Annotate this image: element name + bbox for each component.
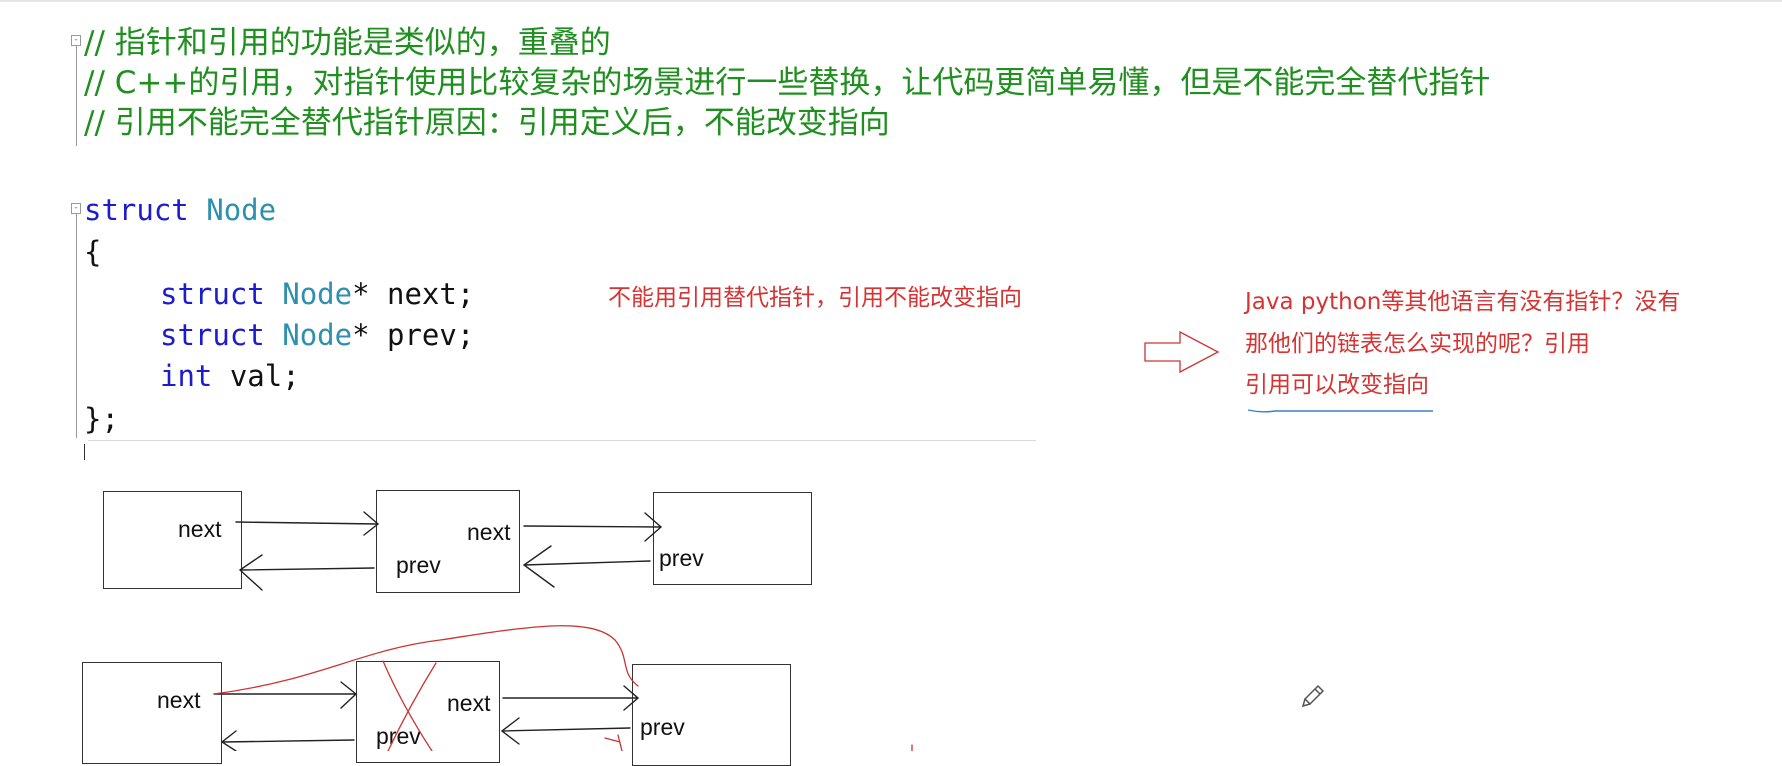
code-line-open-brace: { xyxy=(84,235,102,269)
red-redirect-curve xyxy=(213,625,639,695)
code-line-close-brace: }; xyxy=(84,402,119,436)
bottom-node-3 xyxy=(632,664,791,766)
comment-line-1: // 指针和引用的功能是类似的，重叠的 xyxy=(84,25,611,61)
keyword-int: int xyxy=(160,359,213,393)
comment-fold-bracket xyxy=(76,38,77,146)
code-line-member-val: int val; xyxy=(160,356,300,396)
keyword-struct: struct xyxy=(84,193,189,227)
bottom-node-2-prev-label: prev xyxy=(376,723,421,749)
top-node-3 xyxy=(653,492,812,585)
bottom-node-1 xyxy=(82,662,222,764)
top-node-2-next-label: next xyxy=(467,519,511,545)
right-annotation-line-3: 引用可以改变指向 xyxy=(1245,372,1429,398)
bottom-arrow-node1-to-node2 xyxy=(213,681,358,709)
top-node-1-next-label: next xyxy=(178,516,222,542)
window-top-border xyxy=(0,0,1782,2)
top-node-3-prev-label: prev xyxy=(659,545,704,571)
top-node-2 xyxy=(376,490,520,593)
code-line-struct-decl: struct Node xyxy=(84,190,276,230)
member-next-text: * next; xyxy=(352,277,475,311)
bottom-arrow-node3-to-node2 xyxy=(500,717,631,745)
bottom-node-1-next-label: next xyxy=(157,687,201,713)
top-arrow-node2-to-node1 xyxy=(238,554,375,591)
top-node-2-prev-label: prev xyxy=(396,552,441,578)
bottom-arrow-node2-to-node3 xyxy=(502,685,640,711)
collapse-toggle-icon[interactable]: - xyxy=(71,35,81,46)
type-node: Node xyxy=(282,277,353,311)
code-divider xyxy=(88,440,1036,441)
code-line-member-next: struct Node* next; xyxy=(160,274,474,314)
keyword-struct: struct xyxy=(160,277,265,311)
red-small-mark xyxy=(604,734,623,751)
type-node: Node xyxy=(282,318,353,352)
type-node: Node xyxy=(206,193,277,227)
top-arrow-node2-to-node3 xyxy=(523,512,663,542)
collapse-toggle-icon[interactable]: - xyxy=(71,203,81,214)
code-line-member-prev: struct Node* prev; xyxy=(160,315,474,355)
text-cursor xyxy=(84,444,85,460)
middle-annotation: 不能用引用替代指针，引用不能改变指向 xyxy=(608,285,1022,311)
bottom-node-3-prev-label: prev xyxy=(640,714,685,740)
right-annotation-line-1: Java python等其他语言有没有指针？没有 xyxy=(1245,289,1681,315)
red-cross-out xyxy=(382,660,437,751)
pencil-icon xyxy=(1301,684,1325,708)
right-note-underline xyxy=(1247,409,1433,413)
top-arrow-node1-to-node2 xyxy=(235,511,380,536)
bottom-node-2-next-label: next xyxy=(447,690,491,716)
keyword-struct: struct xyxy=(160,318,265,352)
top-node-1 xyxy=(103,491,242,589)
right-annotation-line-2: 那他们的链表怎么实现的呢？引用 xyxy=(1245,331,1590,357)
struct-fold-bracket xyxy=(76,208,77,438)
member-val-text: val; xyxy=(212,359,300,393)
comment-line-2: // C++的引用，对指针使用比较复杂的场景进行一些替换，让代码更简单易懂，但是… xyxy=(84,65,1491,101)
top-arrow-node3-to-node2 xyxy=(522,545,651,588)
bottom-arrow-node2-to-node1 xyxy=(220,730,355,751)
comment-line-3: // 引用不能完全替代指针原因：引用定义后，不能改变指向 xyxy=(84,105,890,141)
right-arrow-icon xyxy=(1144,330,1220,374)
member-prev-text: * prev; xyxy=(352,318,475,352)
